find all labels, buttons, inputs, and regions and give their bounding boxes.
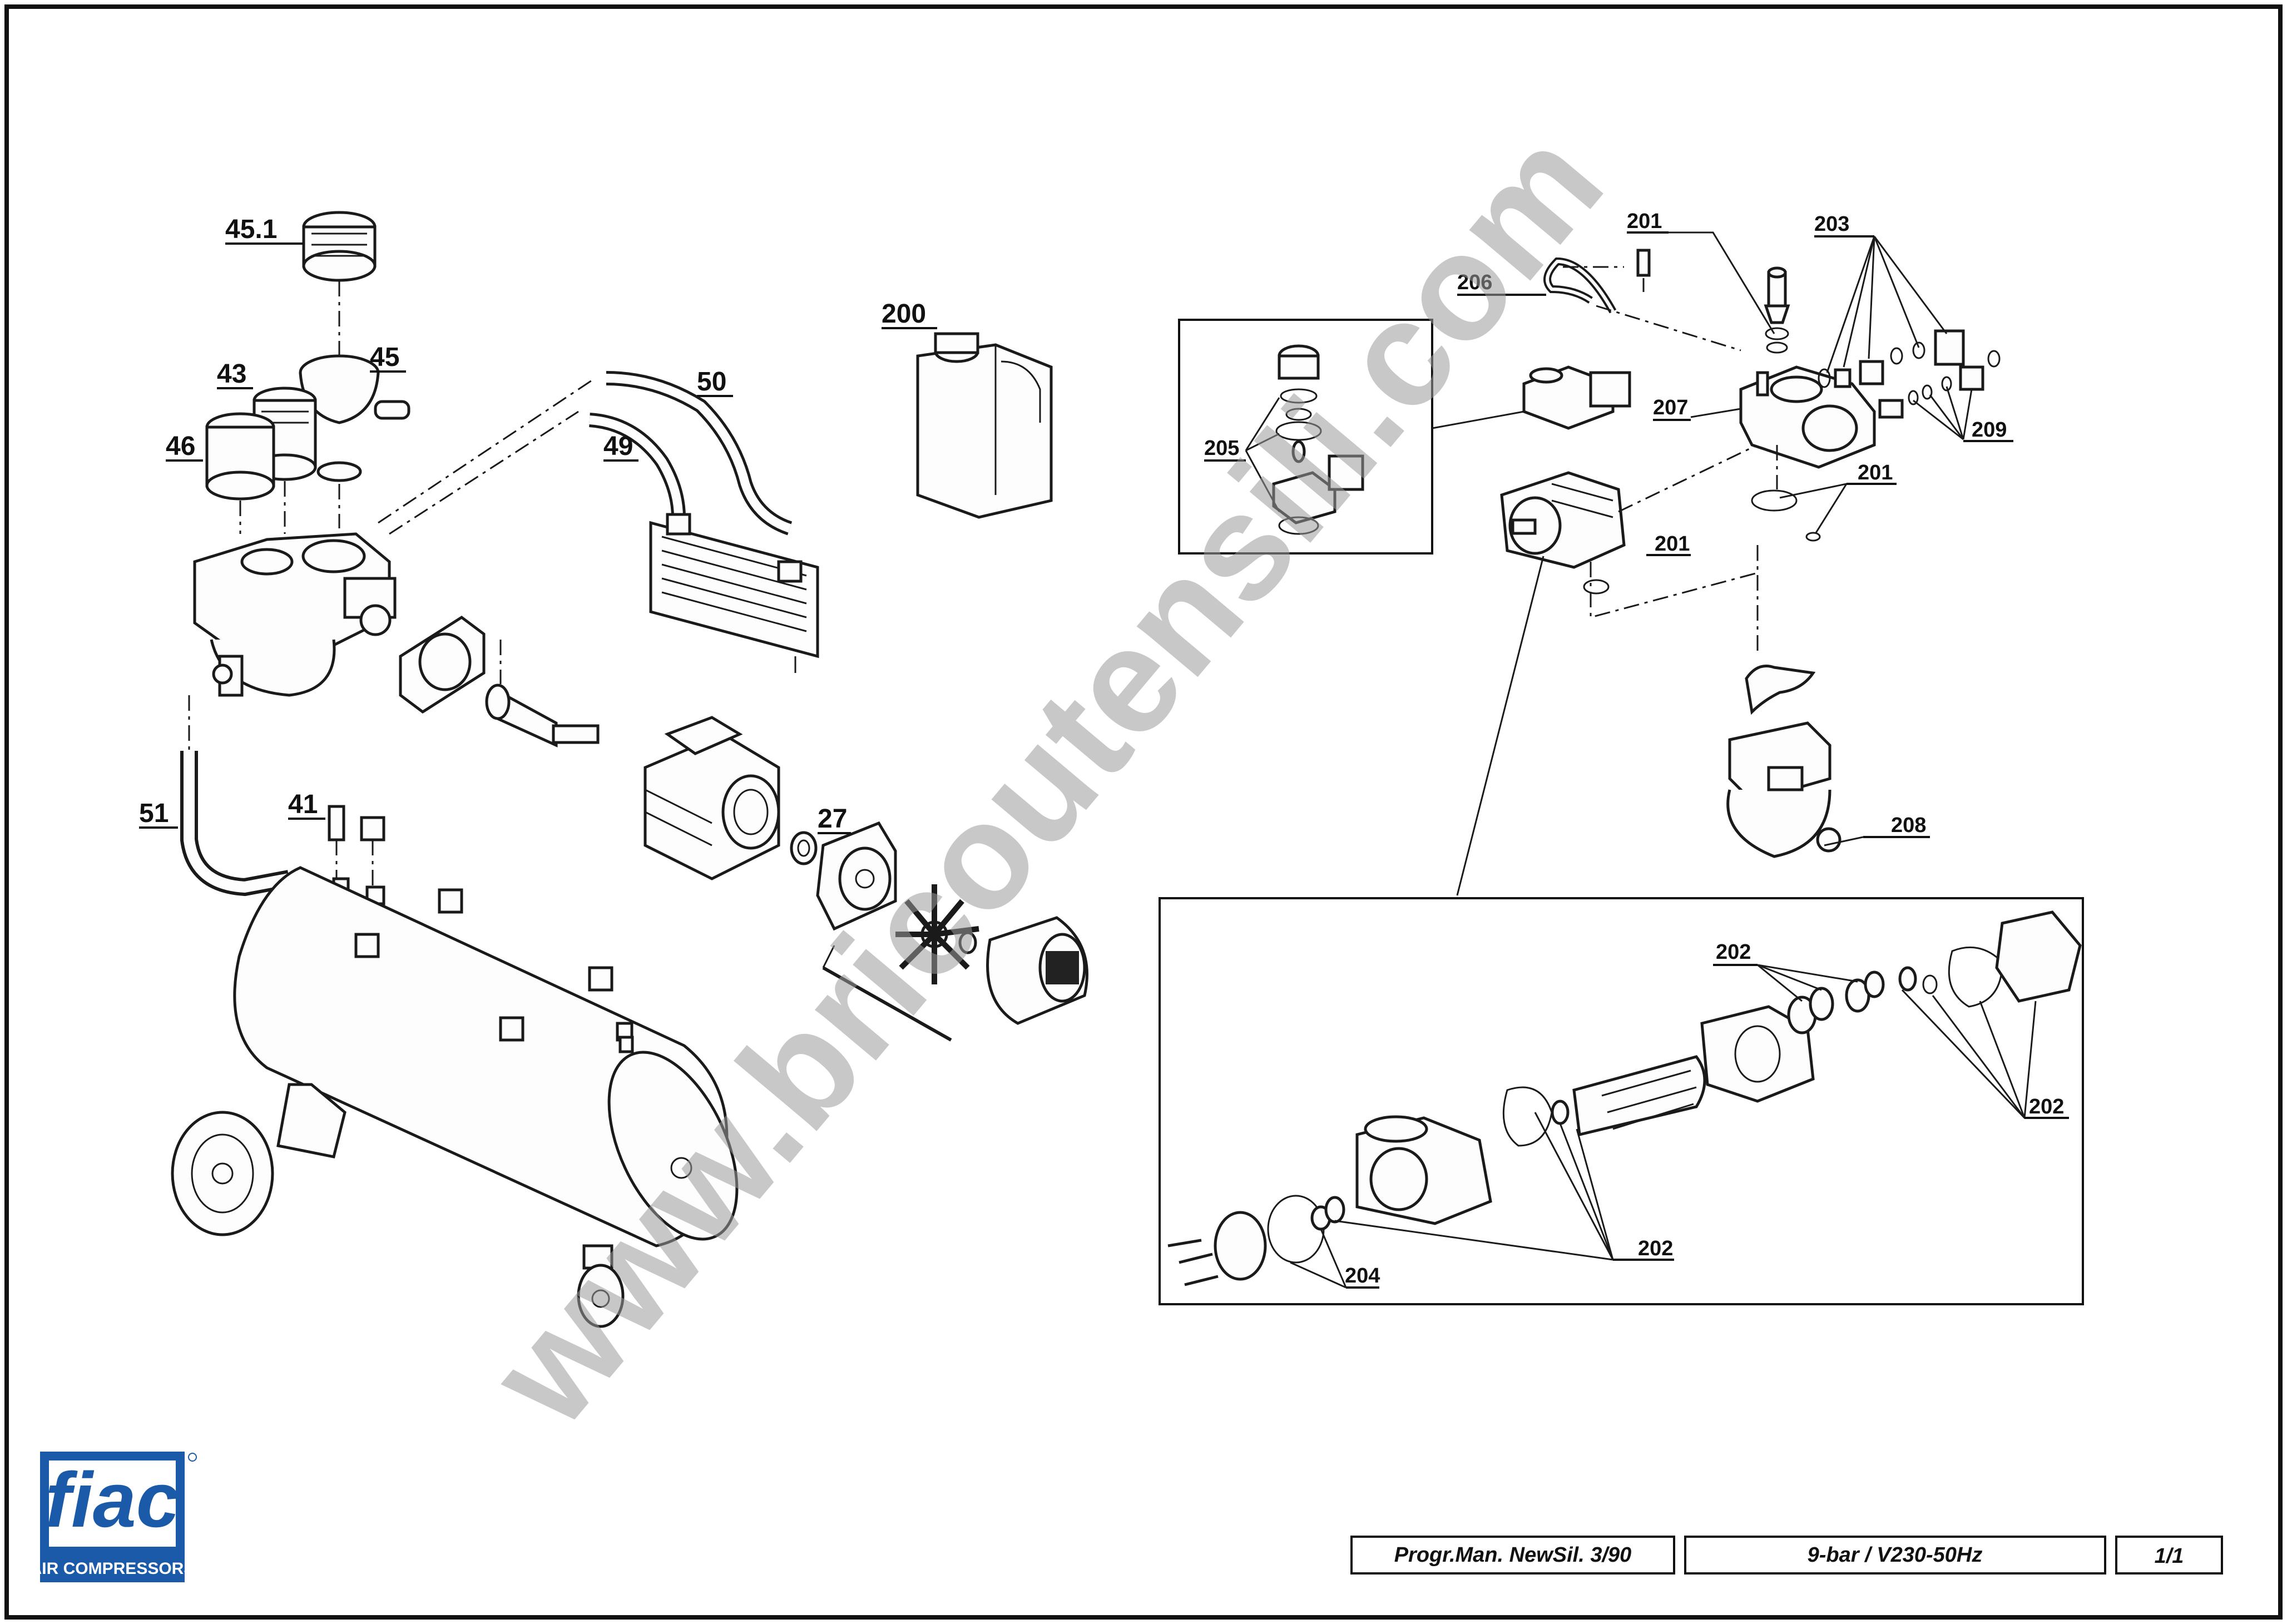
- oil-filter-46: [205, 412, 275, 501]
- filter-cartridge-45-1: [302, 211, 377, 282]
- label-204: 204: [1345, 1264, 1380, 1289]
- title-block: Progr.Man. NewSil. 3/90 9-bar / V230-50H…: [1350, 1536, 2223, 1575]
- valve-parts-203: [1818, 329, 1965, 388]
- svg-text:201: 201: [1858, 461, 1893, 484]
- caster-wheel: [577, 1244, 625, 1328]
- air-filter-housing-45: [299, 354, 410, 482]
- oil-can-200: [916, 332, 1053, 519]
- solenoid-valve-detail: [1272, 344, 1364, 535]
- svg-text:203: 203: [1814, 212, 1849, 236]
- label-201-top: 201: [1627, 210, 1669, 234]
- fan-cover: [986, 916, 1088, 1025]
- oil-separator-tank-208: [1726, 665, 1842, 858]
- separator-head: [1739, 365, 1876, 469]
- label-41: 41: [288, 790, 325, 820]
- label-46: 46: [166, 432, 203, 462]
- svg-text:202: 202: [1638, 1237, 1673, 1260]
- compressor-head-assembly: [193, 532, 397, 697]
- label-202-top: 202: [1713, 940, 1758, 966]
- fitting-201-top: [1636, 249, 1651, 277]
- fiac-logo: fiac AIR COMPRESSORS: [30, 1452, 197, 1582]
- label-43: 43: [217, 359, 253, 389]
- title-cell-program: [1350, 1536, 1675, 1575]
- oring-201-right-b: [1805, 532, 1821, 542]
- title-sheet-text: 1/1: [2155, 1544, 2184, 1568]
- airend-exploded-parts: [1167, 910, 2082, 1286]
- fan-support: [816, 821, 897, 931]
- logo-tagline: AIR COMPRESSORS: [30, 1559, 195, 1578]
- svg-text:46: 46: [166, 432, 195, 461]
- detail-box-airend: [1159, 897, 2084, 1305]
- solenoid-valve-assembly: [1522, 365, 1631, 430]
- label-50: 50: [697, 367, 733, 397]
- cooling-fan: [895, 884, 979, 984]
- title-program-text: Progr.Man. NewSil. 3/90: [1394, 1543, 1632, 1567]
- label-208: 208: [1863, 814, 1930, 838]
- label-45-1: 45.1: [225, 215, 303, 245]
- electric-motor: [643, 716, 780, 880]
- svg-text:208: 208: [1891, 814, 1926, 837]
- label-205: 205: [1204, 437, 1246, 462]
- svg-text:51: 51: [139, 799, 169, 828]
- label-202-right: 202: [2024, 1095, 2069, 1119]
- svg-text:201: 201: [1655, 532, 1690, 556]
- tie-rod: [822, 966, 952, 1042]
- svg-text:209: 209: [1972, 418, 2007, 442]
- svg-text:50: 50: [697, 367, 726, 397]
- label-49: 49: [603, 432, 638, 462]
- label-207: 207: [1653, 396, 1691, 421]
- motor-rotor-shaft: [485, 684, 600, 747]
- label-201-mid: 201: [1646, 532, 1691, 556]
- label-200: 200: [882, 299, 937, 329]
- air-receiver-tank: [233, 866, 739, 1247]
- tank-foot: [276, 1083, 346, 1158]
- screw-air-end: [1500, 471, 1626, 569]
- svg-text:43: 43: [217, 359, 246, 389]
- label-206: 206: [1457, 271, 1546, 296]
- label-203: 203: [1814, 212, 1874, 237]
- title-cell-spec: [1684, 1536, 2106, 1575]
- svg-text:200: 200: [882, 299, 926, 329]
- min-pressure-valve-stem: [1764, 266, 1790, 354]
- svg-text:49: 49: [603, 432, 633, 461]
- motor-flange: [399, 615, 486, 714]
- svg-text:207: 207: [1653, 396, 1688, 419]
- svg-text:201: 201: [1627, 210, 1662, 233]
- title-cell-sheet: [2115, 1536, 2223, 1575]
- svg-text:45: 45: [370, 343, 399, 372]
- svg-text:202: 202: [2029, 1095, 2064, 1118]
- valve-parts-209: [1878, 350, 2001, 419]
- svg-text:41: 41: [288, 790, 318, 819]
- label-202-bottom: 202: [1613, 1237, 1674, 1261]
- svg-text:202: 202: [1716, 940, 1751, 964]
- svg-text:205: 205: [1204, 437, 1239, 460]
- watermark-text: www.bricoutensili.com: [457, 100, 1634, 1458]
- label-209: 209: [1963, 418, 2013, 442]
- bearing-27: [790, 831, 818, 865]
- label-51: 51: [139, 799, 178, 829]
- svg-text:27: 27: [818, 804, 847, 834]
- fan-washer: [958, 931, 977, 954]
- page-frame: [4, 4, 2283, 1620]
- label-27: 27: [818, 804, 851, 834]
- title-spec-text: 9-bar / V230-50Hz: [1808, 1543, 1983, 1567]
- label-45: 45: [370, 343, 406, 373]
- label-201-right: 201: [1847, 461, 1897, 485]
- oil-cooler: [649, 513, 819, 673]
- wheel: [171, 1111, 274, 1236]
- svg-text:45.1: 45.1: [225, 215, 277, 244]
- detail-box-205: [1178, 319, 1433, 554]
- oring-201-mid: [1583, 579, 1610, 595]
- svg-text:204: 204: [1345, 1264, 1380, 1288]
- logo-brand-text: fiac: [45, 1456, 179, 1543]
- oring-201-right-a: [1751, 489, 1798, 512]
- svg-text:206: 206: [1457, 271, 1492, 294]
